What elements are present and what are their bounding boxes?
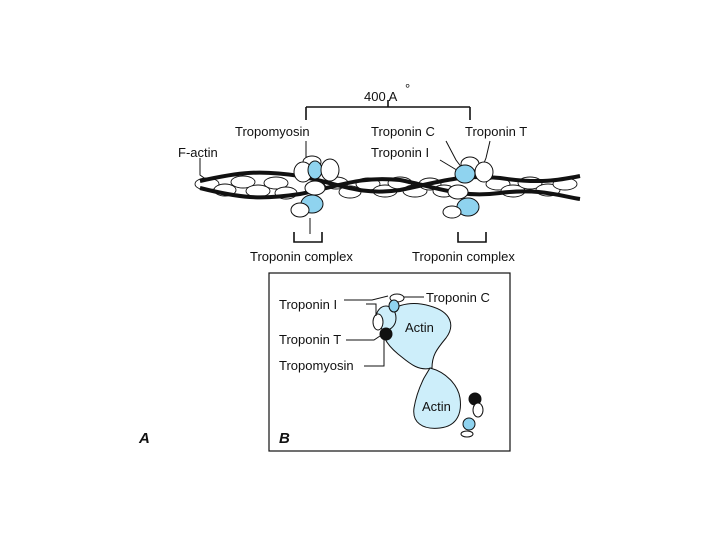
panel-a: 400 A ° Tropomyosin F-actin Troponin C T… [138,81,581,447]
label-troponin-i: Troponin I [371,145,429,160]
actin-bottom-shape [413,367,461,429]
label-b-actin-bottom: Actin [422,399,451,414]
tropomyosin-strands [199,170,581,201]
label-troponin-complex-right: Troponin complex [412,249,515,264]
troponin-unit-top [372,293,405,341]
label-troponin-c: Troponin C [371,124,435,139]
label-tropomyosin: Tropomyosin [235,124,310,139]
label-troponin-t: Troponin T [465,124,527,139]
label-b-actin-top: Actin [405,320,434,335]
label-troponin-complex-left: Troponin complex [250,249,353,264]
label-b-tropomyosin: Tropomyosin [279,358,354,373]
label-b-troponin-c: Troponin C [426,290,490,305]
panel-b-label: B [279,430,290,447]
label-f-actin: F-actin [178,145,218,160]
troponin-unit-bottom [460,392,484,438]
label-b-troponin-t: Troponin T [279,332,341,347]
troponin-complex-right-shape [442,156,494,219]
spacing-bracket [305,100,471,120]
panel-a-label: A [138,430,150,447]
actin-top-shape [382,303,452,370]
leader-lines-b [344,295,424,367]
label-b-troponin-i: Troponin I [279,297,337,312]
troponin-complex-brackets [293,232,487,243]
spacing-degree: ° [405,81,410,96]
panel-b: Troponin I Troponin C Troponin T Tropomy… [268,272,511,452]
spacing-label: 400 A [364,89,398,104]
troponin-complex-left-shape [290,155,340,218]
